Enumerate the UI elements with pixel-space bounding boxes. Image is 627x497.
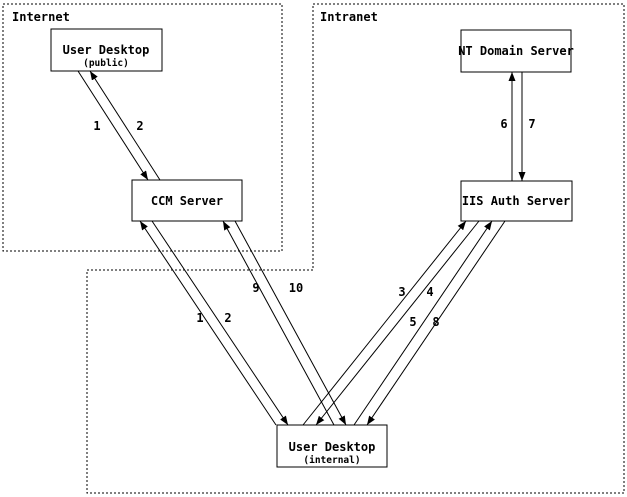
edge-labels: 1 2 1 2 9 10 3 4 5 8 6 7 xyxy=(93,117,535,329)
edge-step2-internal-line xyxy=(151,220,289,426)
nt-domain-server-title: NT Domain Server xyxy=(458,44,574,58)
edge-step8-line xyxy=(366,220,506,426)
user-desktop-internal-box xyxy=(276,424,388,468)
edge-step10-label: 10 xyxy=(289,281,303,295)
user-desktop-public-title: User Desktop xyxy=(63,43,150,57)
node-user-desktop-internal: User Desktop (internal) xyxy=(276,424,388,468)
edge-step1-public-line xyxy=(77,70,149,181)
edge-step3-line xyxy=(302,220,467,426)
edge-step8-label: 8 xyxy=(432,315,439,329)
edge-step6-label: 6 xyxy=(500,117,507,131)
edge-step1-public-label: 1 xyxy=(93,119,100,133)
node-nt-domain-server: NT Domain Server xyxy=(458,29,574,73)
edge-step7-label: 7 xyxy=(528,117,535,131)
user-desktop-public-subtitle: (public) xyxy=(83,58,129,69)
nt-domain-server-box xyxy=(460,29,572,73)
internet-zone-label: Internet xyxy=(12,10,70,24)
edges xyxy=(77,70,526,426)
edge-step2-public-line xyxy=(89,70,161,181)
edge-step3-label: 3 xyxy=(398,285,405,299)
edge-step1-internal-line xyxy=(139,220,277,426)
user-desktop-internal-subtitle: (internal) xyxy=(303,455,360,466)
edge-step10-line xyxy=(234,220,347,426)
edge-step9-line xyxy=(222,220,335,426)
node-user-desktop-public: User Desktop (public) xyxy=(50,28,163,72)
node-iis-auth-server: IIS Auth Server xyxy=(460,180,573,222)
user-desktop-internal-title: User Desktop xyxy=(289,440,376,454)
ccm-server-box xyxy=(131,179,243,222)
internet-zone-border xyxy=(2,3,283,252)
intranet-zone-label: Intranet xyxy=(320,10,378,24)
intranet-zone-border xyxy=(86,3,625,494)
edge-step2-internal-label: 2 xyxy=(224,311,231,325)
ccm-server-title: CCM Server xyxy=(151,194,223,208)
edge-step4-label: 4 xyxy=(426,285,433,299)
edge-step5-line xyxy=(353,220,493,426)
iis-auth-server-title: IIS Auth Server xyxy=(462,194,570,208)
edge-step4-line xyxy=(315,220,480,426)
edge-step9-label: 9 xyxy=(252,281,259,295)
user-desktop-public-box xyxy=(50,28,163,72)
edge-step5-label: 5 xyxy=(409,315,416,329)
node-ccm-server: CCM Server xyxy=(131,179,243,222)
iis-auth-server-box xyxy=(460,180,573,222)
edge-step2-public-label: 2 xyxy=(136,119,143,133)
edge-step1-internal-label: 1 xyxy=(196,311,203,325)
